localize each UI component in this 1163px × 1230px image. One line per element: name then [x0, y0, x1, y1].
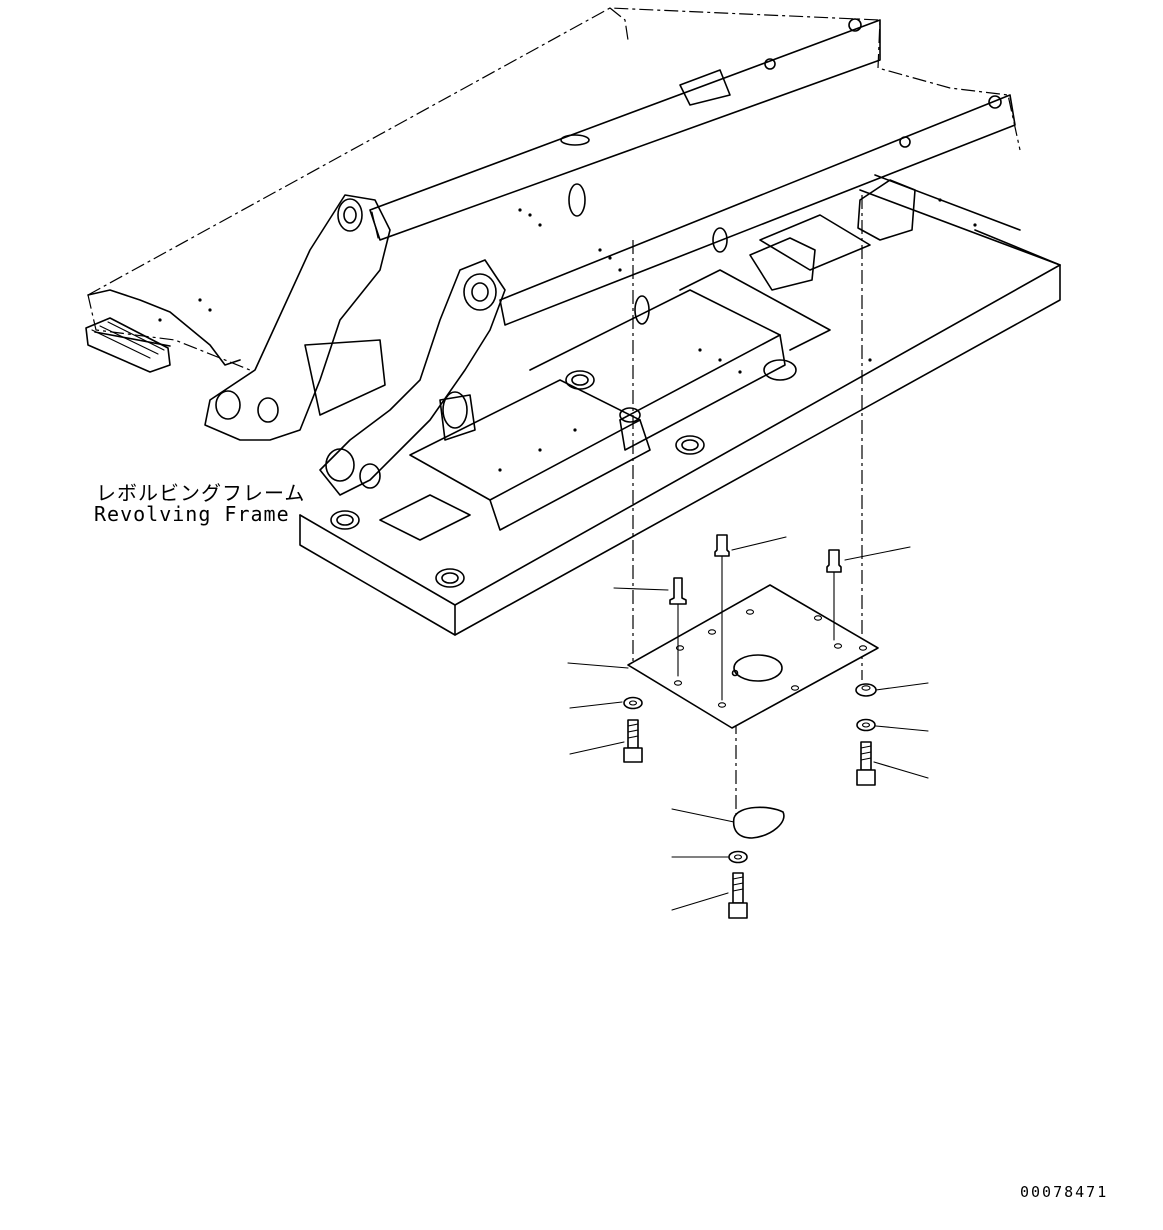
drawing-number: 00078471 [1020, 1183, 1109, 1201]
frame-label-english: Revolving Frame [94, 502, 290, 526]
leader-lines [567, 536, 929, 911]
bolt-bottom [728, 872, 748, 919]
bolt-left [623, 719, 643, 763]
dowel-pin-left [669, 577, 687, 677]
washer-left [623, 696, 643, 710]
washer-right [856, 718, 876, 732]
washer-bottom [728, 850, 748, 864]
nut-right [855, 683, 877, 697]
cover-plate [627, 584, 879, 729]
frame-label-japanese: レボルビングフレーム [96, 481, 306, 505]
dowel-pin-center [714, 534, 730, 701]
assembly-centerlines [632, 195, 863, 815]
bolt-right [856, 741, 876, 786]
inspection-cover [732, 806, 785, 839]
dowel-pin-right [826, 549, 842, 641]
revolving-frame-drawing [85, 7, 1061, 636]
